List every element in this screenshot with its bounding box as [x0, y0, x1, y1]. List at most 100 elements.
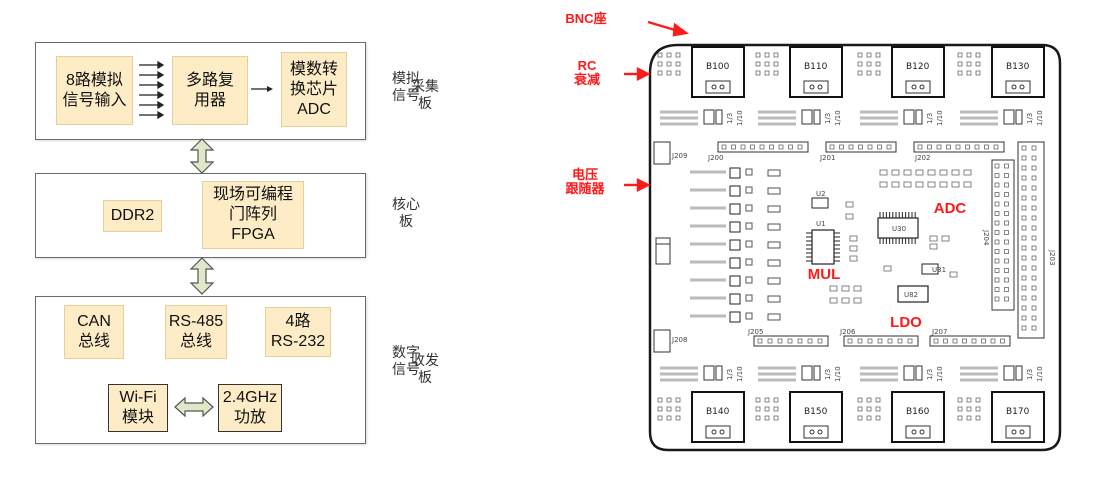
bnc-connector: B160 [857, 391, 945, 443]
header-j205: J205 [747, 328, 829, 347]
fpga-module: 现场可编程 门阵列 FPGA [202, 181, 304, 249]
mul-annotation: MUL [807, 266, 841, 283]
svg-text:J208: J208 [671, 336, 687, 344]
ratio-label: 1/10 [936, 110, 944, 126]
svg-text:J201: J201 [819, 154, 835, 162]
ratio-label: 1/10 [834, 366, 842, 382]
bnc-label: B110 [804, 62, 828, 72]
ratio-label: 1/10 [834, 110, 842, 126]
header-j202: J202 [913, 141, 1005, 162]
ratio-label: 1/10 [936, 366, 944, 382]
acq-core-double-arrow [189, 138, 215, 174]
ratio-label: 1/3 [726, 369, 734, 380]
header-j200: J200 [707, 141, 809, 162]
header-j208: J208 [653, 329, 687, 353]
ratio-label: 1/3 [824, 369, 832, 380]
svg-text:J202: J202 [914, 154, 930, 162]
follower-components [690, 167, 781, 323]
rs485-bus-module: RS-485 总线 [165, 305, 227, 359]
svg-text:J203: J203 [1048, 249, 1056, 265]
svg-text:J209: J209 [671, 152, 687, 160]
core-board-label: 核心 板 [392, 196, 420, 229]
chip-u1: U1 [806, 220, 840, 265]
bnc-bottom-row: B140 B150 B160 B170 [657, 391, 1045, 443]
wifi-module: Wi-Fi 模块 [108, 384, 168, 432]
digital-signal-label: 数字 信号 [392, 344, 420, 377]
header-j207: J207 [929, 328, 1011, 347]
bnc-label: B150 [804, 407, 828, 417]
bnc-label: B120 [906, 62, 930, 72]
bnc-connector: B120 [857, 46, 945, 98]
bnc-top-row: B100 B110 B120 B130 [657, 46, 1045, 98]
header-j204: J204 [982, 159, 1015, 311]
power-amplifier-module: 2.4GHz 功放 [218, 384, 282, 432]
annotation-arrows [624, 20, 690, 192]
svg-text:J206: J206 [839, 328, 856, 336]
ratio-label: 1/3 [926, 369, 934, 380]
can-bus-module: CAN 总线 [64, 305, 124, 359]
chip-u30: U30 [877, 212, 919, 244]
bnc-label: B130 [1006, 62, 1030, 72]
ratio-label: 1/10 [736, 110, 744, 126]
ratio-label: 1/10 [1036, 366, 1044, 382]
ldo-annotation: LDO [890, 314, 922, 331]
bnc-label: B160 [906, 407, 930, 417]
bnc-connector: B170 [957, 391, 1045, 443]
svg-text:J204: J204 [982, 229, 990, 246]
ratio-label: 1/3 [926, 113, 934, 124]
ddr2-module: DDR2 [103, 200, 162, 232]
ratio-label: 1/3 [1026, 113, 1034, 124]
transceiver-board-label: 收发 板 [411, 352, 439, 385]
svg-text:J200: J200 [707, 154, 723, 162]
multi-signal-arrows [139, 60, 164, 120]
header-j209: J209 [653, 141, 687, 165]
bnc-connector: B110 [755, 46, 843, 98]
follower-annotation: 电压 跟随器 [565, 167, 605, 196]
svg-text:U82: U82 [904, 291, 918, 299]
ratio-label: 1/10 [1036, 110, 1044, 126]
bnc-connector: B100 [657, 46, 745, 98]
bnc-label: B170 [1006, 407, 1030, 417]
analog-input-module: 8路模拟 信号输入 [56, 56, 133, 125]
passive-components [829, 169, 972, 304]
header-j206: J206 [839, 328, 919, 347]
rs232-module: 4路 RS-232 [265, 307, 331, 357]
acquisition-board-label: 采集 板 [411, 78, 439, 111]
svg-text:U30: U30 [892, 225, 906, 233]
mux-to-adc-arrow [251, 86, 273, 92]
adc-annotation: ADC [933, 200, 967, 217]
bnc-connector: B140 [657, 391, 745, 443]
header-j201: J201 [819, 141, 897, 162]
svg-text:J205: J205 [747, 328, 763, 336]
svg-text:U31: U31 [932, 266, 946, 274]
chip-u31: U31 [921, 263, 946, 275]
analog-signal-label: 模拟 信号 [392, 70, 420, 103]
rc-annotation: RC 衰减 [573, 58, 600, 87]
wifi-amp-double-arrow [174, 396, 214, 418]
ratio-label: 1/3 [824, 113, 832, 124]
bnc-connector: B150 [755, 391, 843, 443]
adc-module: 模数转 换芯片 ADC [281, 52, 347, 127]
chip-u82: U82 [897, 285, 929, 303]
header-j203: J203 [1017, 141, 1056, 339]
svg-text:U2: U2 [816, 190, 826, 198]
core-board-group [35, 173, 366, 258]
chip-u2: U2 [811, 190, 829, 209]
bnc-label: B100 [706, 62, 730, 72]
bnc-annotation: BNC座 [565, 11, 607, 26]
multiplexer-module: 多路复 用器 [172, 56, 248, 125]
core-transceiver-double-arrow [189, 257, 215, 295]
electrolytic-capacitor [655, 237, 671, 265]
ratio-label: 1/3 [726, 113, 734, 124]
bnc-label: B140 [706, 407, 730, 417]
